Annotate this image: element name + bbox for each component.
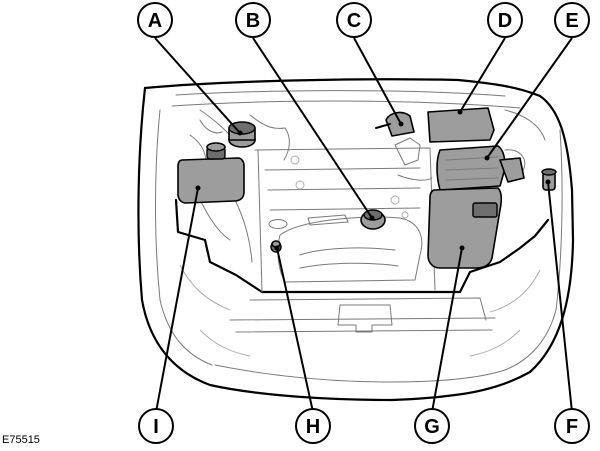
component-e-air-filter — [436, 145, 525, 191]
leader-lines — [154, 37, 573, 413]
callout-g-label: G — [424, 416, 440, 438]
callout-f: F — [554, 408, 590, 444]
component-a-reservoir-cap — [228, 121, 256, 148]
engine-compartment — [174, 109, 550, 294]
callout-a-label: A — [148, 10, 162, 32]
vehicle-body-outline — [137, 78, 575, 402]
callout-e-label: E — [565, 10, 578, 32]
callout-c-label: C — [347, 10, 361, 32]
callout-a: A — [137, 2, 173, 38]
callout-d-label: D — [498, 10, 512, 32]
callout-g: G — [414, 408, 450, 444]
callout-c: C — [336, 2, 372, 38]
reference-code: E75515 — [2, 434, 40, 446]
callout-b: B — [235, 2, 271, 38]
component-g-battery — [427, 187, 503, 269]
callout-i: I — [138, 408, 174, 444]
callout-h-label: H — [306, 416, 320, 438]
callout-h: H — [295, 408, 331, 444]
component-d-fuse-box — [427, 107, 495, 143]
component-c-washer-cap — [375, 111, 415, 137]
component-i-coolant-tank — [177, 142, 245, 204]
callout-i-label: I — [153, 416, 159, 438]
callout-f-label: F — [566, 416, 578, 438]
callout-e: E — [554, 2, 590, 38]
components — [177, 107, 557, 269]
callout-b-label: B — [246, 10, 260, 32]
callout-d: D — [487, 2, 523, 38]
